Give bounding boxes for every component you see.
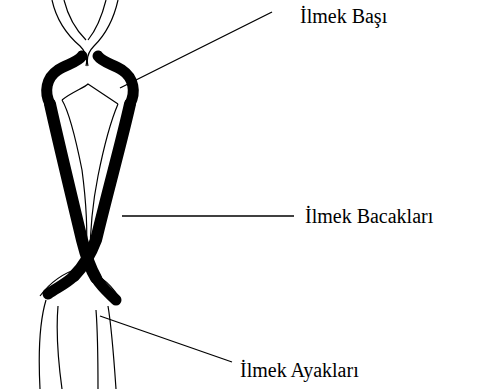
leader-line	[122, 215, 294, 216]
leader-line	[100, 316, 232, 362]
part-label: İlmek Başı	[298, 4, 389, 28]
leader-line	[120, 12, 272, 88]
part-label: İlmek Ayakları	[238, 358, 361, 382]
part-label: İlmek Bacakları	[303, 204, 435, 228]
next-loop	[39, 268, 118, 389]
loop	[47, 56, 134, 300]
leader-lines	[100, 12, 294, 362]
previous-loop	[52, 0, 118, 258]
